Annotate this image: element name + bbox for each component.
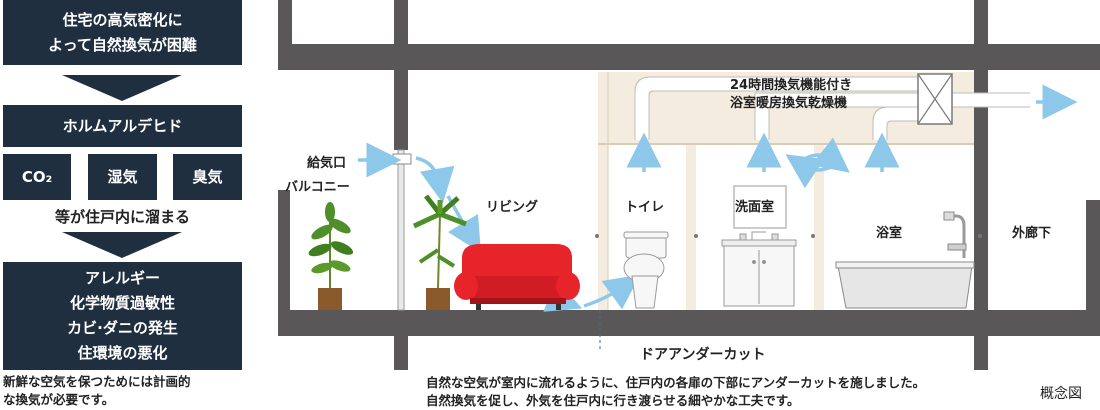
ventilator-line-2: 浴室暖房換気乾燥機 bbox=[730, 96, 848, 111]
air-intake-vent bbox=[392, 153, 412, 165]
effect-chemical: 化学物質過敏性 bbox=[69, 294, 175, 312]
odor-box: 臭気 bbox=[173, 154, 242, 200]
effects-box: アレルギー 化学物質過敏性 カビ·ダニの発生 住環境の悪化 bbox=[3, 262, 242, 370]
exterior-wall-upper bbox=[394, 70, 408, 150]
toilet-label: トイレ bbox=[625, 200, 665, 215]
living-label: リビング bbox=[486, 200, 539, 215]
effect-mold: カビ·ダニの発生 bbox=[67, 319, 178, 337]
formaldehyde-label: ホルムアルデヒド bbox=[62, 116, 183, 135]
issue-box: 住宅の高気密化に よって自然換気が困難 bbox=[3, 0, 242, 65]
wall-toilet-right bbox=[686, 140, 696, 310]
floor-slab bbox=[278, 310, 1100, 336]
caption-line-1: 自然な空気が室内に流れるように、住戸内の各扉の下部にアンダーカットを施しました。 bbox=[426, 375, 926, 390]
odor-label: 臭気 bbox=[192, 167, 223, 186]
airflow-arrows bbox=[358, 84, 1078, 312]
window-frame bbox=[397, 149, 405, 311]
corridor-parapet bbox=[1086, 200, 1100, 310]
effect-allergy: アレルギー bbox=[84, 269, 160, 287]
lower-wall-left bbox=[394, 336, 408, 370]
intake-label: 給気口 bbox=[307, 156, 347, 171]
plant-balcony bbox=[308, 202, 354, 310]
lower-wall-right bbox=[974, 336, 988, 370]
ceiling-slab bbox=[278, 44, 1100, 70]
co2-box: CO₂ bbox=[3, 154, 71, 200]
effect-environment: 住環境の悪化 bbox=[77, 344, 168, 362]
flow-note-line-1: 新鮮な空気を保つためには計画的 bbox=[3, 374, 191, 389]
washbasin bbox=[721, 185, 797, 307]
duct-system bbox=[635, 77, 1030, 140]
caption-line-2: 自然換気を促し、外気を住戸内に行き渡らせる細やかな工夫です。 bbox=[426, 393, 800, 408]
humidity-label: 湿気 bbox=[107, 167, 138, 186]
plant-living bbox=[412, 194, 467, 310]
wall-toilet-left bbox=[598, 72, 608, 310]
washroom-label: 洗面室 bbox=[735, 200, 775, 215]
ventilator-line-1: 24時間換気機能付き bbox=[730, 78, 853, 93]
issue-line-1: 住宅の高気密化に bbox=[62, 10, 183, 29]
co2-label: CO₂ bbox=[21, 167, 53, 186]
diagram-caption: 自然な空気が室内に流れるように、住戸内の各扉の下部にアンダーカットを施しました。… bbox=[426, 374, 925, 410]
sofa bbox=[454, 244, 580, 310]
door-undercut-label: ドアアンダーカット bbox=[640, 347, 766, 363]
humidity-box: 湿気 bbox=[88, 154, 157, 200]
formaldehyde-box: ホルムアルデヒド bbox=[3, 105, 242, 147]
wall-wash-right bbox=[814, 140, 824, 310]
flow-note: 新鮮な空気を保つためには計画的 な換気が必要です。 bbox=[3, 373, 191, 409]
upper-wall-mid bbox=[394, 0, 408, 44]
flow-note-line-2: な換気が必要です。 bbox=[3, 392, 115, 407]
toilet bbox=[623, 231, 669, 309]
issue-line-2: よって自然換気が困難 bbox=[48, 35, 197, 54]
flow-arrow-1 bbox=[62, 75, 182, 101]
balcony-label: バルコニー bbox=[285, 180, 350, 195]
upper-wall-right bbox=[974, 0, 988, 44]
ventilator-label: 24時間換気機能付き 浴室暖房換気乾燥機 bbox=[730, 77, 852, 113]
balcony-parapet bbox=[278, 190, 290, 310]
flow-arrow-2 bbox=[62, 232, 182, 258]
upper-wall-left bbox=[278, 0, 292, 44]
concept-label: 概念図 bbox=[1040, 386, 1082, 402]
bathtub bbox=[835, 211, 975, 309]
corridor-label: 外廊下 bbox=[1012, 226, 1052, 241]
corridor-wall bbox=[974, 70, 988, 310]
bathroom-label: 浴室 bbox=[876, 226, 903, 241]
accumulate-text: 等が住戸内に溜まる bbox=[54, 208, 190, 226]
